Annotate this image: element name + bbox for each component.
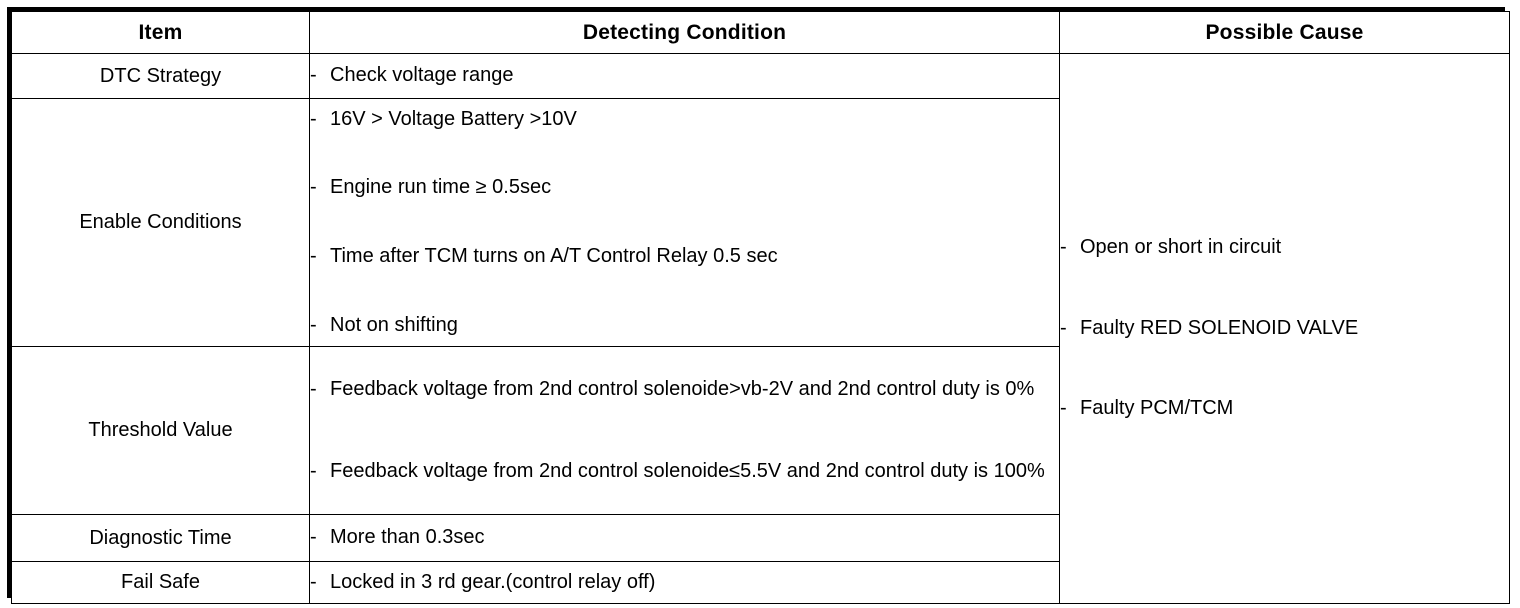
condition-text: Engine run time ≥ 0.5sec <box>330 176 552 199</box>
dtc-table-container: Item Detecting Condition Possible Cause … <box>7 7 1510 604</box>
bullet-dash-icon: - <box>310 377 317 400</box>
bullet-dash-icon: - <box>1060 236 1067 259</box>
table-body: DTC Strategy - Check voltage range - Ope… <box>11 53 1510 604</box>
condition-list: - Check voltage range <box>310 61 1059 91</box>
bullet-dash-icon: - <box>310 245 317 267</box>
header-row: Item Detecting Condition Possible Cause <box>11 11 1510 54</box>
table-row: Fail Safe - Locked in 3 rd gear.(control… <box>11 561 1510 604</box>
condition-cell-enable-conditions: - 16V > Voltage Battery >10V - Engine ru… <box>309 98 1060 347</box>
list-item: - Not on shifting <box>310 313 1059 339</box>
table-row: Enable Conditions - 16V > Voltage Batter… <box>11 98 1510 347</box>
item-label-dtc-strategy: DTC Strategy <box>11 53 310 99</box>
list-item: - Open or short in circuit <box>1060 235 1509 261</box>
list-item: - Time after TCM turns on A/T Control Re… <box>310 244 1059 270</box>
item-label-diagnostic-time: Diagnostic Time <box>11 514 310 562</box>
condition-list: - Feedback voltage from 2nd control sole… <box>310 377 1059 484</box>
condition-text: 16V > Voltage Battery >10V <box>330 107 577 130</box>
condition-cell-fail-safe: - Locked in 3 rd gear.(control relay off… <box>309 561 1060 604</box>
table-header: Item Detecting Condition Possible Cause <box>11 11 1510 54</box>
possible-cause-text: Open or short in circuit <box>1080 236 1282 259</box>
condition-list: - 16V > Voltage Battery >10V - Engine ru… <box>310 107 1059 338</box>
possible-cause-text: Faulty PCM/TCM <box>1080 397 1234 420</box>
table-row: DTC Strategy - Check voltage range - Ope… <box>11 53 1510 604</box>
column-header-item: Item <box>11 11 310 54</box>
bullet-dash-icon: - <box>1060 316 1067 339</box>
condition-text: Locked in 3 rd gear.(control relay off) <box>330 570 656 593</box>
bullet-dash-icon: - <box>310 570 317 593</box>
bullet-dash-icon: - <box>310 176 317 199</box>
list-item: - Check voltage range <box>310 63 1059 89</box>
condition-text: More than 0.3sec <box>330 526 485 549</box>
condition-list: - More than 0.3sec <box>310 523 1059 553</box>
condition-cell-dtc-strategy: - Check voltage range <box>309 53 1060 99</box>
column-header-detecting-condition: Detecting Condition <box>309 11 1060 54</box>
possible-cause-list: - Open or short in circuit - Faulty RED … <box>1060 235 1509 422</box>
list-item: - Feedback voltage from 2nd control sole… <box>310 377 1059 403</box>
list-item: - 16V > Voltage Battery >10V <box>310 107 1059 133</box>
table-row: Threshold Value - Feedback voltage from … <box>11 346 1510 515</box>
item-label-threshold-value: Threshold Value <box>11 346 310 515</box>
table-row: Diagnostic Time - More than 0.3sec <box>11 514 1510 562</box>
list-item: - Feedback voltage from 2nd control sole… <box>310 459 1059 485</box>
item-label-fail-safe: Fail Safe <box>11 561 310 604</box>
condition-text: Not on shifting <box>330 313 458 336</box>
bullet-dash-icon: - <box>310 64 317 87</box>
list-item: - Locked in 3 rd gear.(control relay off… <box>310 570 1059 596</box>
condition-cell-threshold-value: - Feedback voltage from 2nd control sole… <box>309 346 1060 515</box>
column-header-possible-cause: Possible Cause <box>1059 11 1510 54</box>
condition-list: - Locked in 3 rd gear.(control relay off… <box>310 568 1059 598</box>
bullet-dash-icon: - <box>310 107 317 130</box>
list-item: - More than 0.3sec <box>310 525 1059 551</box>
bullet-dash-icon: - <box>310 313 317 336</box>
list-item: - Faulty RED SOLENOID VALVE <box>1060 316 1509 342</box>
condition-text: Time after TCM turns on A/T Control Rela… <box>330 245 778 267</box>
bullet-dash-icon: - <box>310 459 317 482</box>
possible-cause-cell: - Open or short in circuit - Faulty RED … <box>1059 53 1510 604</box>
bullet-dash-icon: - <box>1060 397 1067 420</box>
list-item: - Faulty PCM/TCM <box>1060 396 1509 422</box>
condition-cell-diagnostic-time: - More than 0.3sec <box>309 514 1060 562</box>
list-item: - Engine run time ≥ 0.5sec <box>310 175 1059 201</box>
condition-text: Check voltage range <box>330 64 514 87</box>
dtc-table: Item Detecting Condition Possible Cause … <box>11 11 1510 604</box>
possible-cause-text: Faulty RED SOLENOID VALVE <box>1080 316 1359 339</box>
condition-text: Feedback voltage from 2nd control soleno… <box>330 459 1045 482</box>
condition-text: Feedback voltage from 2nd control soleno… <box>330 377 1035 400</box>
bullet-dash-icon: - <box>310 526 317 549</box>
item-label-enable-conditions: Enable Conditions <box>11 98 310 347</box>
